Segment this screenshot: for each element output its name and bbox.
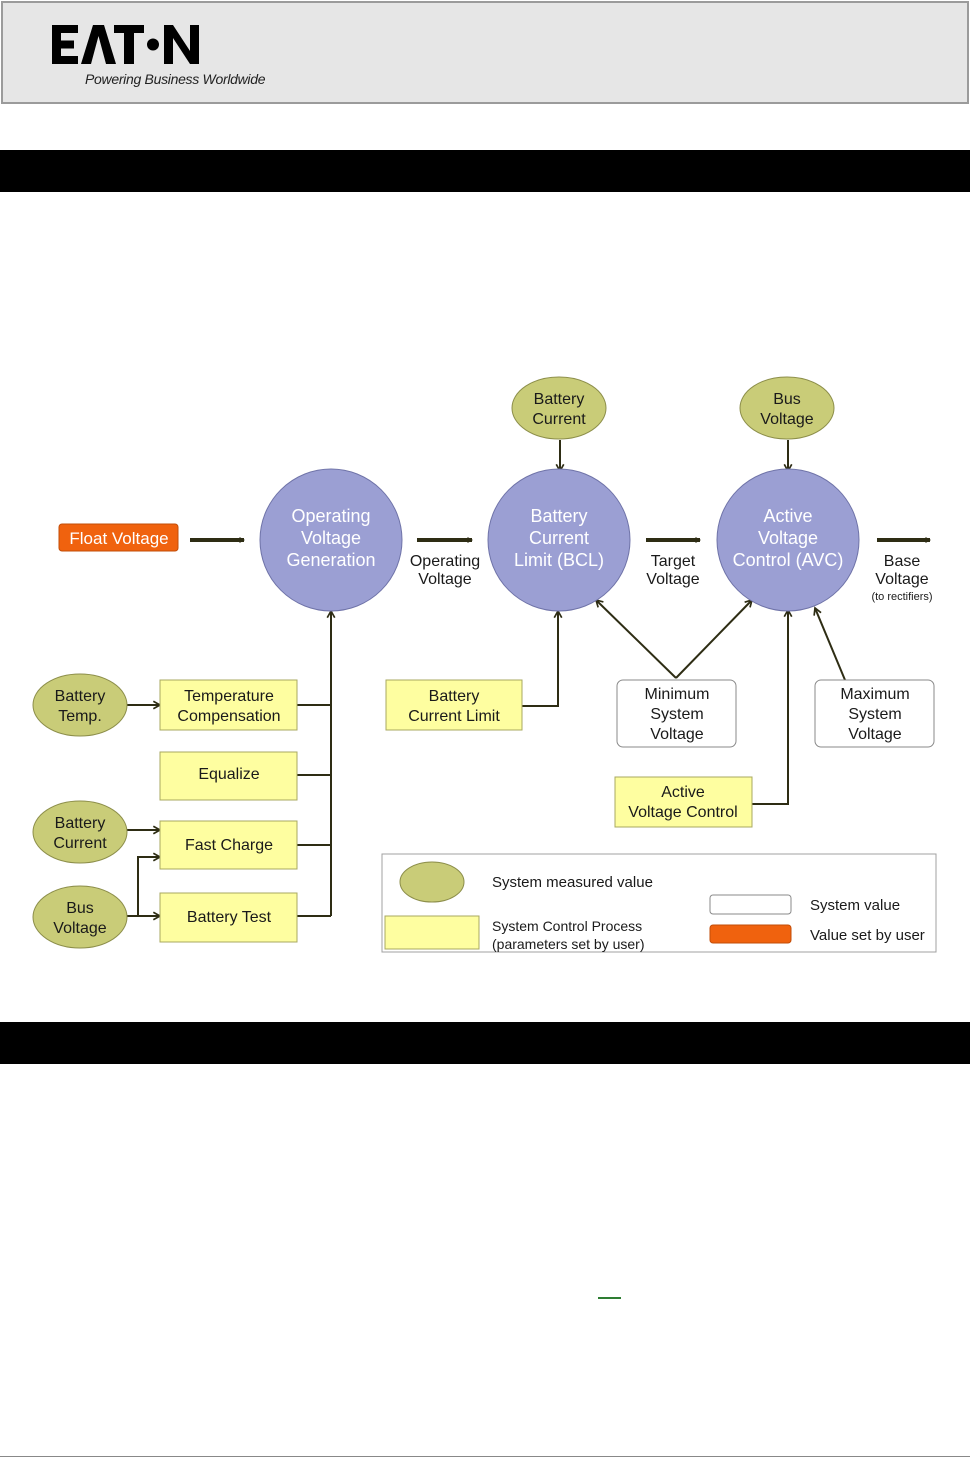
legend: System measured value System Control Pro… [381, 853, 937, 953]
battery-test-box: Battery Test [159, 892, 298, 943]
avc-line-1: Active [763, 506, 812, 526]
max-sys-line-3: Voltage [848, 726, 901, 743]
fast-charge-box: Fast Charge [159, 820, 298, 870]
battery-current-top-node: Battery Current [511, 376, 607, 440]
minimum-system-voltage-box: Minimum System Voltage [616, 679, 737, 748]
float-voltage-label: Float Voltage [69, 529, 168, 548]
bcl-line-1: Battery [530, 506, 587, 526]
legend-user-swatch [709, 924, 792, 944]
maximum-system-voltage-box: Maximum System Voltage [814, 679, 935, 748]
target-voltage-label-1: Target [651, 553, 696, 570]
legend-control-swatch [384, 915, 480, 950]
operating-voltage-label-1: Operating [410, 553, 480, 570]
bus-voltage-left-line-1: Bus [66, 900, 94, 917]
min-sys-line-2: System [650, 706, 703, 723]
min-sys-line-3: Voltage [650, 726, 703, 743]
min-sys-line-1: Minimum [645, 686, 710, 703]
battery-current-top-line-2: Current [532, 411, 586, 428]
legend-system-swatch [709, 894, 792, 915]
bus-voltage-left-line-2: Voltage [53, 920, 106, 937]
ovg-line-1: Operating [291, 506, 370, 526]
eaton-logo [52, 25, 199, 64]
bcl-line-2: Current [529, 528, 589, 548]
temperature-compensation-box: Temperature Compensation [159, 679, 298, 731]
battery-current-left-line-1: Battery [55, 815, 106, 832]
battery-current-limit-box: Battery Current Limit [385, 679, 523, 731]
footer-rule [0, 1456, 970, 1457]
avc-line-3: Control (AVC) [733, 550, 844, 570]
battery-temp-node: Battery Temp. [32, 673, 128, 737]
equalize-label: Equalize [198, 766, 259, 783]
base-voltage-label-1: Base [884, 553, 921, 570]
temp-comp-line-1: Temperature [184, 688, 274, 705]
avc-line-2: Voltage [758, 528, 818, 548]
bus-voltage-top-line-2: Voltage [760, 411, 813, 428]
section-bar-bottom [0, 1022, 970, 1064]
avc-box-line-1: Active [661, 784, 705, 801]
bcl-box-line-2: Current Limit [408, 708, 500, 725]
base-voltage-label-2: Voltage [875, 571, 928, 588]
battery-current-top-line-1: Battery [534, 391, 585, 408]
bus-voltage-top-line-1: Bus [773, 391, 801, 408]
battery-current-left-node: Battery Current [32, 800, 128, 864]
avc-box-line-2: Voltage Control [628, 804, 737, 821]
target-voltage-label-2: Voltage [646, 571, 699, 588]
ovg-line-3: Generation [286, 550, 375, 570]
legend-measured-swatch [399, 861, 465, 903]
control-diagram: Float Voltage Operating Voltage Generati… [32, 376, 937, 953]
active-voltage-control-node: Active Voltage Control (AVC) [716, 468, 860, 612]
bus-voltage-top-node: Bus Voltage [739, 376, 835, 440]
active-voltage-control-box: Active Voltage Control [614, 776, 753, 828]
ovg-line-2: Voltage [301, 528, 361, 548]
legend-measured-label: System measured value [492, 874, 653, 891]
logo-tagline: Powering Business Worldwide [85, 71, 266, 87]
legend-user-label: Value set by user [810, 927, 925, 944]
battery-temp-line-2: Temp. [58, 708, 102, 725]
base-voltage-note: (to rectifiers) [871, 591, 932, 603]
fast-charge-label: Fast Charge [185, 837, 273, 854]
hyperlink-underline[interactable] [598, 1297, 621, 1299]
battery-current-left-line-2: Current [53, 835, 107, 852]
legend-control-line-2: (parameters set by user) [492, 936, 645, 952]
page-header: Powering Business Worldwide [1, 1, 969, 104]
equalize-box: Equalize [159, 751, 298, 801]
battery-temp-line-1: Battery [55, 688, 106, 705]
legend-control-line-1: System Control Process [492, 918, 642, 934]
battery-test-label: Battery Test [187, 909, 272, 926]
legend-system-label: System value [810, 897, 900, 914]
max-sys-line-1: Maximum [840, 686, 909, 703]
bcl-line-3: Limit (BCL) [514, 550, 604, 570]
bcl-box-line-1: Battery [429, 688, 480, 705]
operating-voltage-generation-node: Operating Voltage Generation [259, 468, 403, 612]
battery-current-limit-node: Battery Current Limit (BCL) [487, 468, 631, 612]
operating-voltage-label-2: Voltage [418, 571, 471, 588]
section-bar-top [0, 150, 970, 192]
bus-voltage-left-node: Bus Voltage [32, 885, 128, 949]
max-sys-line-2: System [848, 706, 901, 723]
float-voltage-box [58, 523, 179, 552]
temp-comp-line-2: Compensation [177, 708, 280, 725]
